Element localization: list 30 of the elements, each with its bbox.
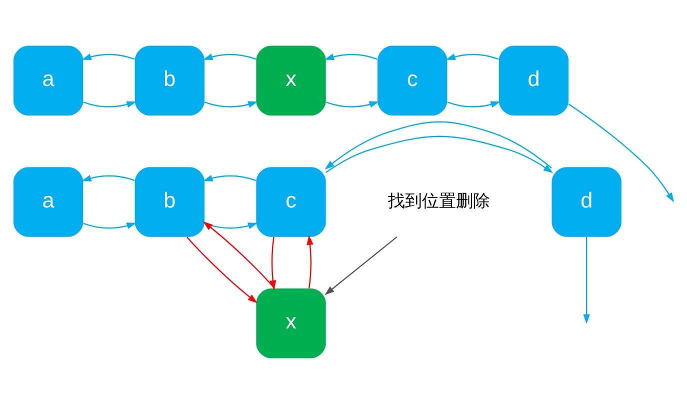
arrow [447,101,500,108]
arrow [324,121,552,170]
node-box: d [498,46,569,116]
arrow [203,221,276,289]
node-box: c [256,167,326,237]
arrow [83,222,136,230]
arrow [186,236,258,304]
node-box: a [13,46,84,116]
arrow [82,54,135,60]
node-box: a [13,167,84,237]
node-box: c [378,46,448,116]
node-box: x [256,46,326,116]
arrow [568,104,674,202]
arrow [306,235,314,288]
arrow [203,174,256,182]
arrow [446,54,499,60]
node-text: 找到位置删除 [388,191,490,210]
arrow [326,136,554,174]
arrow [203,54,256,60]
arrow [324,236,398,296]
node-box: b [134,46,204,116]
arrow [326,101,380,108]
arrow [82,174,135,182]
node-box: b [134,167,204,237]
arrow [324,54,378,60]
arrow [583,236,590,324]
arrow [204,101,258,108]
node-box: d [552,167,622,237]
arrow [83,101,136,108]
node-box: x [256,288,326,358]
